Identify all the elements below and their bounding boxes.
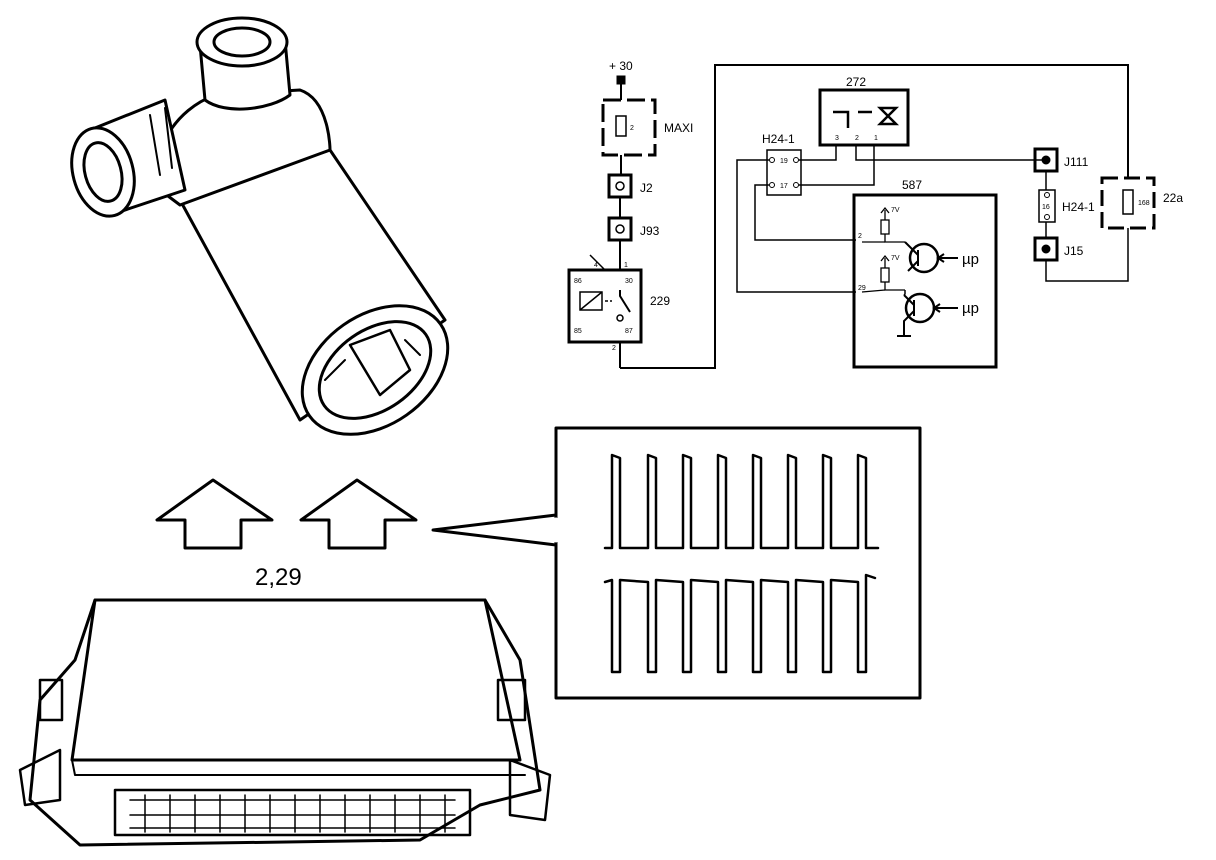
supply-terminal	[616, 75, 626, 85]
valve-272-box	[818, 88, 910, 147]
fuse-22a-label: 22a	[1163, 191, 1183, 205]
idle-speed-valve-illustration	[70, 16, 450, 436]
ecu-mp-label-1: µp	[962, 251, 979, 268]
oscilloscope-callout	[431, 426, 922, 700]
ecu-supply-label-2: 7V	[891, 255, 900, 262]
supply-label: + 30	[609, 59, 633, 73]
relay-pin-2: 2	[612, 345, 616, 352]
connector-j93	[607, 216, 633, 242]
transistor-1	[908, 242, 940, 274]
harness-left-box	[766, 149, 802, 196]
harness-right-pin: 16	[1042, 204, 1050, 211]
relay-pin-1: 1	[624, 262, 628, 269]
wiring-schematic: + 30 2 MAXI J2 J93 4 1 86 30 85 87 229	[567, 59, 1183, 369]
ecu-id-label: 587	[902, 178, 922, 192]
connector-j93-label: J93	[640, 224, 660, 238]
harness-left-label: H24-1	[762, 132, 795, 146]
valve-pin-3: 3	[835, 135, 839, 142]
relay-id-label: 229	[650, 294, 670, 308]
maxi-fuse-element	[615, 115, 627, 137]
harness-left-pin-19: 19	[780, 158, 788, 165]
relay-pin-4: 4	[594, 262, 598, 269]
connector-j2-label: J2	[640, 181, 653, 195]
harness-left-pin-17: 17	[780, 183, 788, 190]
ecu-illustration	[18, 598, 552, 847]
ecu-supply-label-1: 7V	[891, 207, 900, 214]
harness-right-box	[1038, 189, 1056, 223]
fuse-22a-element	[1122, 189, 1134, 215]
fuse-22a-box	[1100, 176, 1156, 230]
connector-j2	[607, 173, 633, 199]
relay-pin-87: 87	[625, 328, 633, 335]
transistor-2	[904, 292, 936, 324]
valve-pin-2: 2	[855, 135, 859, 142]
maxi-fuse-label: MAXI	[664, 121, 693, 135]
ecu-mp-label-2: µp	[962, 300, 979, 317]
connector-j15-label: J15	[1064, 244, 1084, 258]
ecu-pin-label: 2,29	[255, 564, 302, 591]
arrow-up-left	[155, 478, 274, 550]
waveform-bottom	[603, 573, 877, 674]
waveform-top	[603, 453, 880, 550]
maxi-fuse-box	[601, 98, 657, 157]
ecu-587-box	[852, 193, 998, 369]
connector-j111-label: J111	[1064, 155, 1089, 169]
harness-right-label: H24-1	[1062, 200, 1095, 214]
relay-229	[567, 268, 643, 344]
ecu-pin-29: 29	[858, 285, 866, 292]
fuse-22a-pin: 168	[1138, 200, 1150, 207]
maxi-fuse-pin: 2	[630, 125, 634, 132]
arrow-up-right	[299, 478, 418, 550]
relay-pin-86: 86	[574, 278, 582, 285]
ecu-pin-2: 2	[858, 233, 862, 240]
relay-pin-85: 85	[574, 328, 582, 335]
valve-pin-1: 1	[874, 135, 878, 142]
relay-coil	[579, 291, 603, 311]
relay-pin-30: 30	[625, 278, 633, 285]
valve-id-label: 272	[846, 75, 866, 89]
